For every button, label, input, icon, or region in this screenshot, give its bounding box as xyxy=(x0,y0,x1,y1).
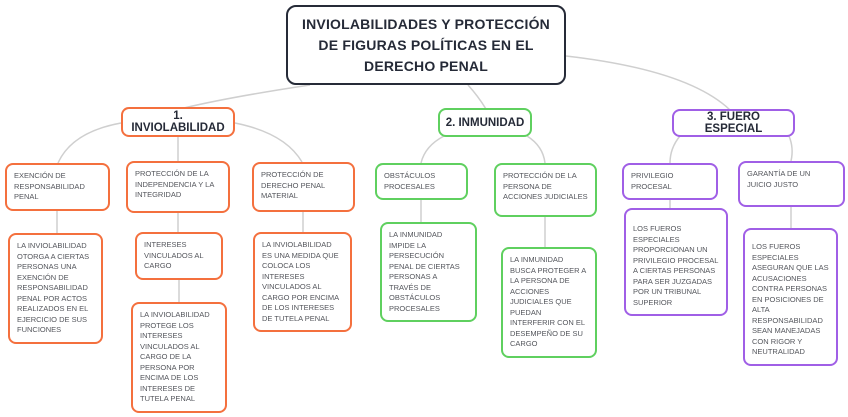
node-text: INTERESES VINCULADOS AL CARGO xyxy=(144,240,204,270)
connector xyxy=(420,135,445,164)
node-text: PRIVILEGIO PROCESAL xyxy=(631,171,674,191)
node-exencion-responsabilidad-penal[interactable]: EXENCIÓN DE RESPONSABILIDAD PENAL xyxy=(5,163,110,211)
node-text: LA INMUNIDAD BUSCA PROTEGER A LA PERSONA… xyxy=(510,255,586,348)
branch-label: 2. INMUNIDAD xyxy=(445,116,525,129)
node-text: LA INVIOLABILIDAD PROTEGE LOS INTERESES … xyxy=(140,310,210,403)
connector xyxy=(183,84,311,109)
connector xyxy=(467,84,487,110)
node-text: EXENCIÓN DE RESPONSABILIDAD PENAL xyxy=(14,171,85,201)
node-text: PROTECCIÓN DE LA INDEPENDENCIA Y LA INTE… xyxy=(135,169,214,199)
connector xyxy=(788,135,793,162)
connector xyxy=(526,135,546,164)
node-text: LOS FUEROS ESPECIALES PROPORCIONAN UN PR… xyxy=(633,224,719,307)
node-text: LA INVIOLABILIDAD ES UNA MEDIDA QUE COLO… xyxy=(262,240,339,323)
branch-label: 1. INVIOLABILIDAD xyxy=(131,110,225,134)
node-fueros-aseguran-detalle[interactable]: LOS FUEROS ESPECIALES ASEGURAN QUE LAS A… xyxy=(743,228,838,366)
branch-1-inviolabilidad[interactable]: 1. INVIOLABILIDAD xyxy=(121,107,235,137)
node-text: PROTECCIÓN DE LA PERSONA DE ACCIONES JUD… xyxy=(503,171,588,201)
node-text: LA INVIOLABILIDAD OTORGA A CIERTAS PERSO… xyxy=(17,241,90,334)
node-fueros-privilegio-detalle[interactable]: LOS FUEROS ESPECIALES PROPORCIONAN UN PR… xyxy=(624,208,728,316)
root-node[interactable]: INVIOLABILIDADES Y PROTECCIÓN DE FIGURAS… xyxy=(286,5,566,85)
node-inmunidad-impide-detalle[interactable]: LA INMUNIDAD IMPIDE LA PERSECUCIÓN PENAL… xyxy=(380,222,477,322)
connector xyxy=(234,122,303,163)
connector xyxy=(57,122,122,164)
node-text: OBSTÁCULOS PROCESALES xyxy=(384,171,436,191)
node-garantia-juicio-justo[interactable]: GARANTÍA DE UN JUICIO JUSTO xyxy=(738,161,845,207)
node-proteccion-derecho-penal-material[interactable]: PROTECCIÓN DE DERECHO PENAL MATERIAL xyxy=(252,162,355,212)
connector xyxy=(669,135,681,164)
node-privilegio-procesal[interactable]: PRIVILEGIO PROCESAL xyxy=(622,163,718,200)
node-text: LOS FUEROS ESPECIALES ASEGURAN QUE LAS A… xyxy=(752,242,829,356)
root-title: INVIOLABILIDADES Y PROTECCIÓN DE FIGURAS… xyxy=(302,15,550,74)
node-intereses-vinculados-cargo[interactable]: INTERESES VINCULADOS AL CARGO xyxy=(135,232,223,280)
node-obstaculos-procesales[interactable]: OBSTÁCULOS PROCESALES xyxy=(375,163,468,200)
node-proteccion-independencia-integridad[interactable]: PROTECCIÓN DE LA INDEPENDENCIA Y LA INTE… xyxy=(126,161,230,213)
node-proteccion-persona-acciones-judiciales[interactable]: PROTECCIÓN DE LA PERSONA DE ACCIONES JUD… xyxy=(494,163,597,217)
node-medida-intereses-detalle[interactable]: LA INVIOLABILIDAD ES UNA MEDIDA QUE COLO… xyxy=(253,232,352,332)
node-exencion-detalle[interactable]: LA INVIOLABILIDAD OTORGA A CIERTAS PERSO… xyxy=(8,233,103,344)
branch-3-fuero-especial[interactable]: 3. FUERO ESPECIAL xyxy=(672,109,795,137)
node-inviolabilidad-protege-detalle[interactable]: LA INVIOLABILIDAD PROTEGE LOS INTERESES … xyxy=(131,302,227,413)
node-text: LA INMUNIDAD IMPIDE LA PERSECUCIÓN PENAL… xyxy=(389,230,460,313)
branch-label: 3. FUERO ESPECIAL xyxy=(704,111,763,135)
node-text: GARANTÍA DE UN JUICIO JUSTO xyxy=(747,169,811,189)
node-text: PROTECCIÓN DE DERECHO PENAL MATERIAL xyxy=(261,170,325,200)
branch-2-inmunidad[interactable]: 2. INMUNIDAD xyxy=(438,108,532,137)
node-inmunidad-busca-detalle[interactable]: LA INMUNIDAD BUSCA PROTEGER A LA PERSONA… xyxy=(501,247,597,358)
connector xyxy=(565,55,731,111)
